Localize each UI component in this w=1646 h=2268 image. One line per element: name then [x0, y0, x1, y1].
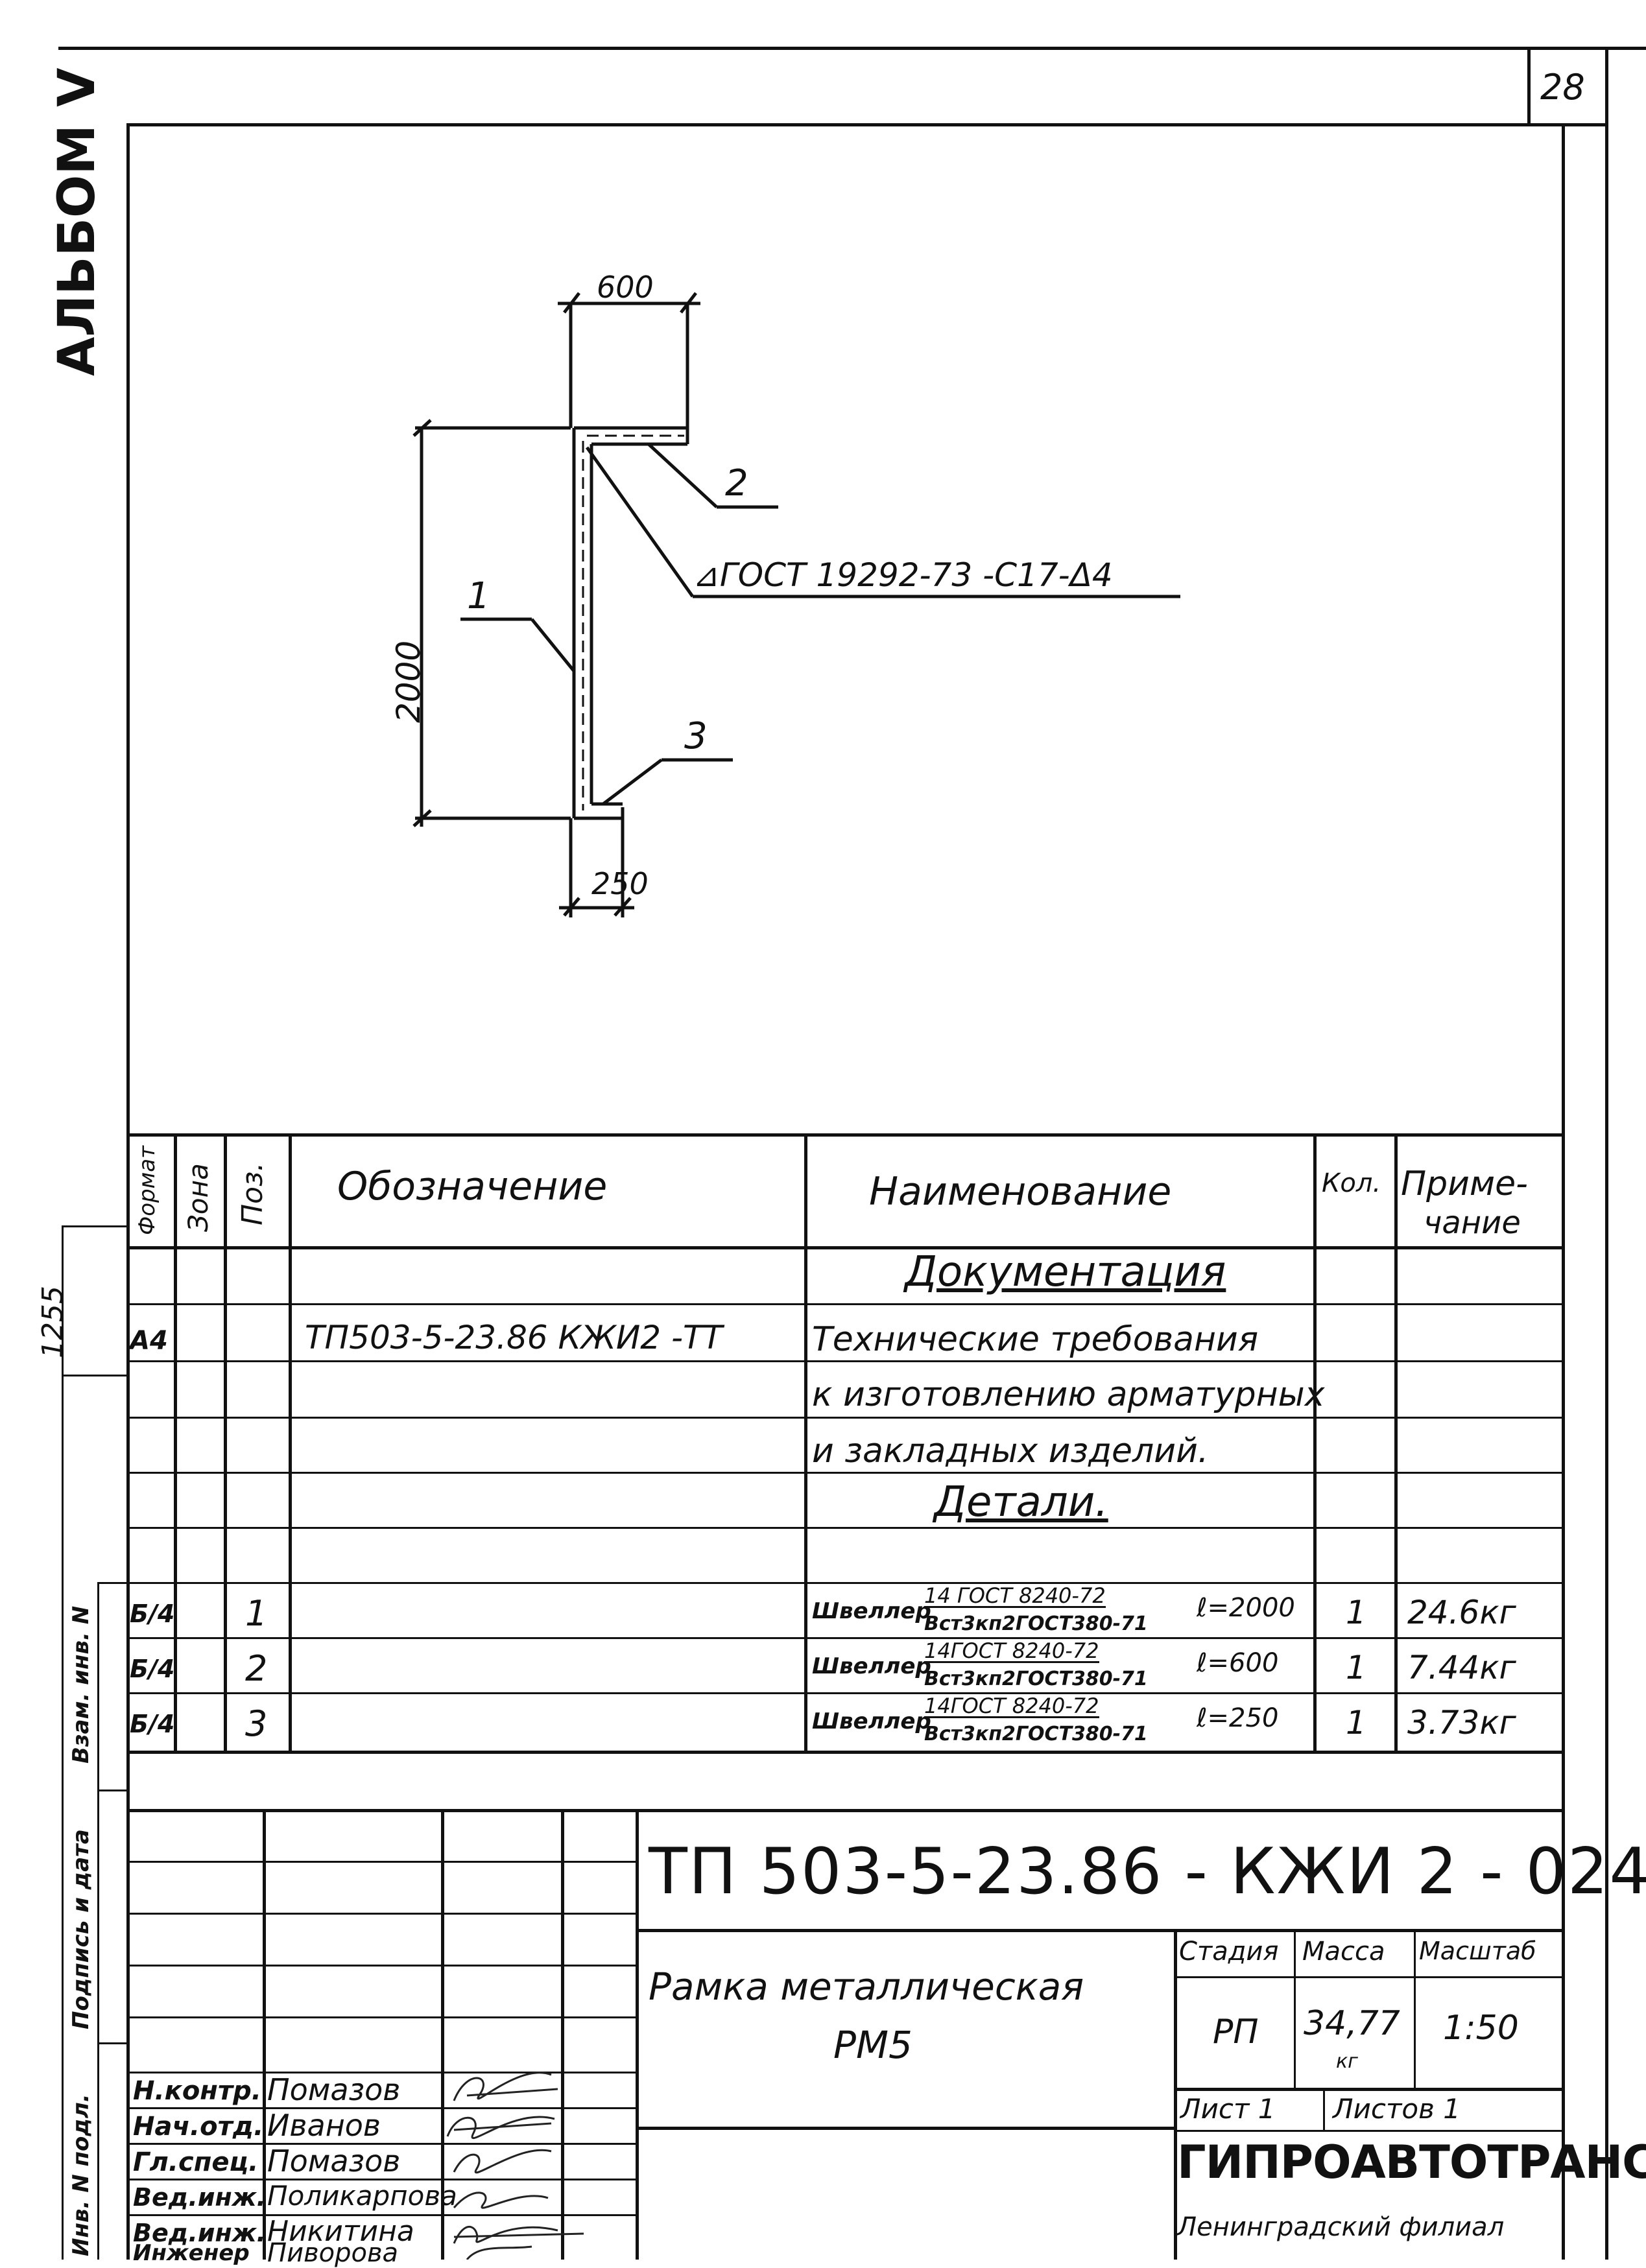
signer-role: Нач.отд. — [133, 2112, 264, 2142]
part-note: 3.73кг — [1407, 1704, 1516, 1742]
signer-name: Помазов — [267, 2144, 401, 2179]
signer-name: Помазов — [267, 2072, 401, 2107]
org-branch: Ленинградский филиал — [1177, 2212, 1505, 2242]
dim-600: 600 — [597, 270, 654, 305]
signer-name: Никитина — [267, 2215, 414, 2248]
sheet-number: 28 — [1540, 67, 1585, 108]
doc-name-line-2: к изготовлению арматурных — [812, 1375, 1325, 1414]
signer-role: Вед.инж. — [133, 2219, 266, 2247]
dim-2000: 2000 — [390, 640, 427, 723]
doc-name-line-3: и закладных изделий. — [812, 1432, 1209, 1471]
header-designation: Обозначение — [337, 1164, 608, 1209]
header-note-2: чание — [1424, 1205, 1521, 1241]
header-qty: Кол. — [1322, 1168, 1381, 1198]
scale-label: Масштаб — [1419, 1937, 1536, 1965]
header-zone: Зона — [182, 1163, 214, 1232]
section-parts: Детали. — [934, 1478, 1108, 1526]
part-den: Вст3кп2ГОСТ380-71 — [924, 1668, 1148, 1690]
part-pos: 1 — [245, 1593, 268, 1634]
margin-inv: Инв. N подл. — [68, 2094, 94, 2256]
part-note: 24.6кг — [1407, 1594, 1516, 1631]
stage-value: РП — [1213, 2013, 1259, 2051]
doc-designation: ТП503-5-23.86 КЖИ2 -ТТ — [305, 1319, 723, 1356]
part-qty: 1 — [1346, 1594, 1366, 1631]
part-num: 14ГОСТ 8240-72 — [924, 1638, 1099, 1663]
part-prefix: Швеллер — [812, 1708, 931, 1734]
part-den: Вст3кп2ГОСТ380-71 — [924, 1723, 1148, 1745]
doc-format: А4 — [130, 1326, 168, 1356]
signer-role: Инженер — [133, 2240, 250, 2266]
leader-label-2: 2 — [725, 462, 748, 504]
signer-role: Гл.спец. — [133, 2147, 259, 2177]
part-num: 14 ГОСТ 8240-72 — [924, 1583, 1106, 1608]
stage-label: Стадия — [1179, 1937, 1279, 1967]
margin-podpis: Подпись и дата — [68, 1829, 94, 2029]
mass-value: 34,77 — [1304, 2004, 1400, 2043]
margin-code: 1255 — [36, 1286, 69, 1358]
doc-code: ТП 503-5-23.86 - КЖИ 2 - 024 — [649, 1835, 1646, 1909]
part-den: Вст3кп2ГОСТ380-71 — [924, 1612, 1148, 1635]
part-len: ℓ=2000 — [1197, 1593, 1295, 1623]
section-docs: Документация — [905, 1248, 1226, 1296]
mass-unit: кг — [1336, 2050, 1358, 2073]
dim-250: 250 — [591, 866, 649, 901]
item-name-line-2: РМ5 — [833, 2023, 912, 2067]
sheets-label: Листов 1 — [1333, 2093, 1461, 2125]
signer-name: Поликарпова — [267, 2180, 457, 2212]
scale-value: 1:50 — [1443, 2009, 1519, 2048]
part-pos: 3 — [245, 1703, 268, 1744]
header-pos: Поз. — [236, 1162, 269, 1225]
frame-drawing — [412, 292, 1180, 917]
mass-label: Масса — [1302, 1937, 1385, 1967]
signer-role: Н.контр. — [133, 2076, 261, 2106]
header-note-1: Приме- — [1401, 1164, 1528, 1203]
part-len: ℓ=250 — [1197, 1703, 1279, 1733]
header-name: Наименование — [869, 1169, 1172, 1214]
leader-label-3: 3 — [684, 715, 708, 757]
margin-vzam: Взам. инв. N — [68, 1605, 94, 1764]
part-prefix: Швеллер — [812, 1653, 931, 1679]
part-len: ℓ=600 — [1197, 1648, 1279, 1678]
part-format: Б/4 — [130, 1655, 175, 1683]
part-format: Б/4 — [130, 1710, 175, 1738]
part-num: 14ГОСТ 8240-72 — [924, 1694, 1099, 1718]
part-note: 7.44кг — [1407, 1649, 1516, 1686]
part-prefix: Швеллер — [812, 1598, 931, 1624]
part-qty: 1 — [1346, 1704, 1366, 1742]
signer-name: Пиворова — [267, 2238, 399, 2268]
signer-role: Вед.инж. — [133, 2183, 266, 2212]
part-format: Б/4 — [130, 1600, 175, 1628]
leader-label-1: 1 — [467, 575, 490, 617]
org-name: ГИПРОАВТОТРАНС — [1177, 2136, 1646, 2189]
weld-note: ⊿ГОСТ 19292-73 -С17-Δ4 — [693, 556, 1113, 594]
doc-name-line-1: Технические требования — [812, 1320, 1259, 1359]
header-format: Формат — [134, 1146, 160, 1235]
signer-name: Иванов — [267, 2108, 381, 2143]
part-pos: 2 — [245, 1648, 268, 1689]
sheet-label: Лист 1 — [1180, 2093, 1276, 2125]
item-name-line-1: Рамка металлическая — [649, 1965, 1084, 2009]
part-qty: 1 — [1346, 1649, 1366, 1686]
